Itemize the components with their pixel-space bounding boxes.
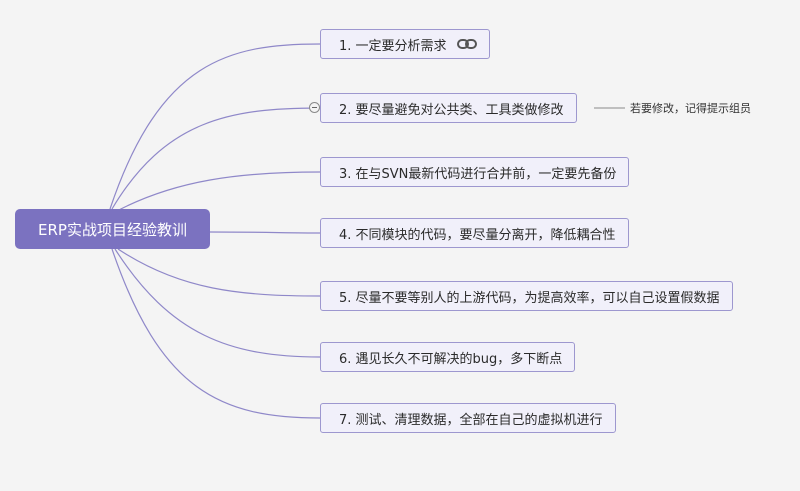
branch-node-1[interactable]: 1. 一定要分析需求 <box>320 29 490 59</box>
branch-label-1: 1. 一定要分析需求 <box>339 38 447 54</box>
branch-node-2[interactable]: 2. 要尽量避免对公共类、工具类做修改 <box>320 93 577 123</box>
branch-node-3[interactable]: 3. 在与SVN最新代码进行合并前，一定要先备份 <box>320 157 630 187</box>
sub-topic-note[interactable]: 若要修改，记得提示组员 <box>630 100 751 116</box>
note-label: 若要修改，记得提示组员 <box>630 102 751 115</box>
connector-1 <box>109 43 321 210</box>
connector-4 <box>209 231 321 234</box>
collapse-toggle-icon[interactable] <box>309 102 320 113</box>
connector-2 <box>111 107 321 210</box>
connector-5 <box>117 248 321 297</box>
root-topic[interactable]: ERP实战项目经验教训 <box>15 209 210 249</box>
branch-node-6[interactable]: 6. 遇见长久不可解决的bug，多下断点 <box>320 342 576 372</box>
branch-label-7: 7. 测试、清理数据，全部在自己的虚拟机进行 <box>339 412 603 428</box>
branch-label-6: 6. 遇见长久不可解决的bug，多下断点 <box>339 351 563 367</box>
branch-node-7[interactable]: 7. 测试、清理数据，全部在自己的虚拟机进行 <box>320 403 616 433</box>
branch-label-3: 3. 在与SVN最新代码进行合并前，一定要先备份 <box>339 166 617 182</box>
branch-node-5[interactable]: 5. 尽量不要等别人的上游代码，为提高效率，可以自己设置假数据 <box>320 281 733 311</box>
branch-label-5: 5. 尽量不要等别人的上游代码，为提高效率，可以自己设置假数据 <box>339 290 720 306</box>
branch-label-2: 2. 要尽量避免对公共类、工具类做修改 <box>339 102 564 118</box>
branch-label-4: 4. 不同模块的代码，要尽量分离开，降低耦合性 <box>339 227 616 243</box>
root-topic-label: ERP实战项目经验教训 <box>38 220 187 239</box>
connector-7 <box>111 248 321 419</box>
connector-6 <box>114 248 321 358</box>
link-icon[interactable] <box>456 38 477 50</box>
connector-3 <box>114 171 321 213</box>
branch-node-4[interactable]: 4. 不同模块的代码，要尽量分离开，降低耦合性 <box>320 218 629 248</box>
